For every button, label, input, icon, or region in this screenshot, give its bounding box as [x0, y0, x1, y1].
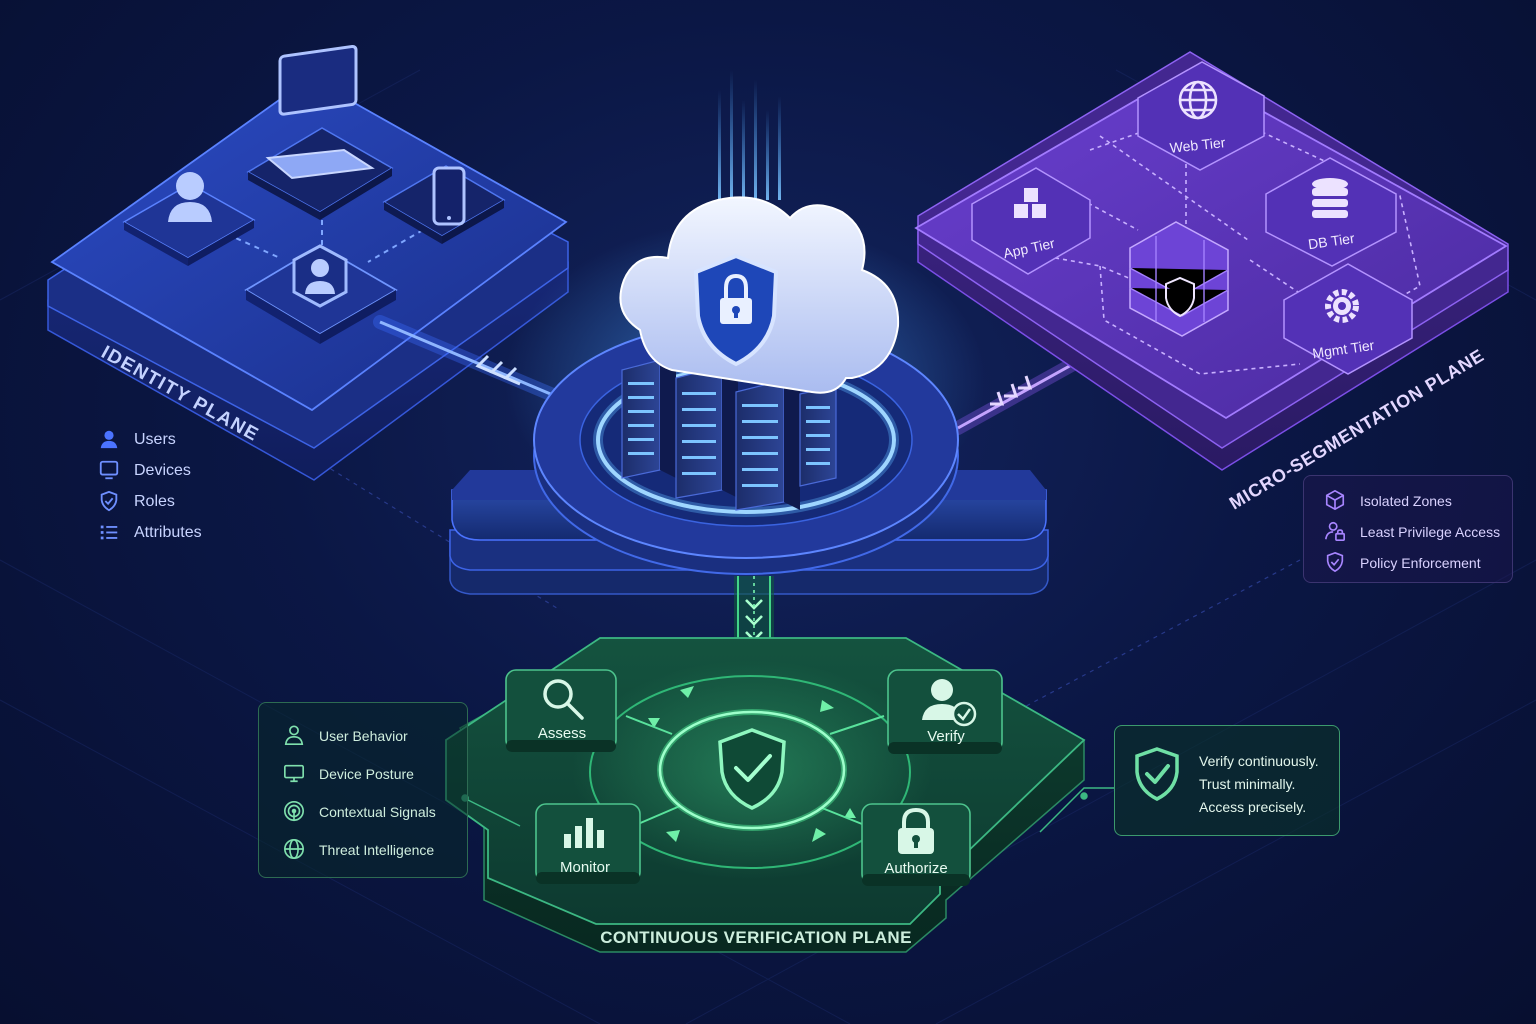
legend-item-devices: Devices [98, 455, 298, 486]
cube-icon [1324, 489, 1348, 513]
cycle-arrow-icon [648, 686, 856, 842]
user-tile[interactable] [122, 172, 256, 266]
shield-check-icon [1324, 551, 1348, 575]
lock-icon [898, 807, 934, 854]
identity-legend: Users Devices Roles Attributes [98, 424, 298, 548]
shield-icon [98, 490, 122, 514]
legend-item-attributes: Attributes [98, 517, 298, 548]
legend-label: Attributes [134, 523, 202, 541]
data-stream [718, 70, 781, 200]
user-icon [98, 428, 122, 452]
signal-label: User Behavior [319, 728, 408, 744]
identity-plane-top [50, 76, 568, 412]
verify-label: Verify [927, 728, 965, 745]
identity-plane: IDENTITY PLANE [47, 44, 569, 481]
signal-item-contextual-signals: Contextual Signals [283, 793, 467, 831]
signal-label: Device Posture [319, 766, 414, 782]
web-tier-tile[interactable]: Web Tier [1137, 61, 1265, 171]
signals-legend: User Behavior Device Posture Contextual … [258, 702, 468, 878]
user-hexagon-icon [292, 244, 348, 308]
verification-plane: Assess Verify Monitor [445, 637, 1086, 953]
lock-shield-icon [693, 253, 779, 367]
signal-item-threat-intelligence: Threat Intelligence [283, 831, 467, 869]
microseg-legend: Isolated Zones Least Privilege Access Po… [1303, 475, 1513, 583]
legend-item-isolated-zones: Isolated Zones [1324, 485, 1512, 516]
motto-lines: Verify continuously. Trust minimally. Ac… [1199, 750, 1319, 819]
signal-icon [283, 800, 307, 824]
authorize-label: Authorize [884, 860, 947, 877]
globe-icon [283, 838, 307, 862]
laptop-tile[interactable] [246, 44, 394, 220]
legend-label: Users [134, 430, 176, 448]
globe-icon [1178, 80, 1218, 120]
legend-item-roles: Roles [98, 486, 298, 517]
signal-label: Contextual Signals [319, 804, 436, 820]
database-icon [1312, 178, 1348, 218]
gear-icon [1325, 289, 1359, 323]
legend-item-users: Users [98, 424, 298, 455]
assess-tile[interactable]: Assess [505, 669, 617, 752]
assess-label: Assess [538, 725, 586, 742]
user-icon [168, 172, 212, 222]
mgmt-tier-tile[interactable]: Mgmt Tier [1283, 263, 1413, 375]
legend-item-policy-enforcement: Policy Enforcement [1324, 547, 1512, 578]
search-icon [543, 679, 584, 720]
bar-chart-icon [564, 818, 604, 848]
user-check-icon [922, 679, 977, 727]
list-icon [98, 521, 122, 545]
app-tier-tile[interactable]: App Tier [971, 167, 1091, 275]
user-icon [283, 724, 307, 748]
monitor-tile[interactable]: Monitor [535, 803, 641, 884]
web-tier-label: Web Tier [1169, 134, 1226, 156]
device-icon [98, 459, 122, 483]
signal-item-device-posture: Device Posture [283, 755, 467, 793]
center-shield-check-icon [657, 709, 847, 831]
monitor-icon [283, 762, 307, 786]
tablet-icon [432, 166, 466, 226]
verify-tile[interactable]: Verify [887, 669, 1003, 754]
motto-line: Access precisely. [1199, 799, 1307, 815]
db-tier-tile[interactable]: DB Tier [1265, 157, 1397, 267]
core-platform [449, 70, 1049, 595]
firewall-icon[interactable] [1129, 221, 1229, 337]
signal-label: Threat Intelligence [319, 842, 435, 858]
server-rack-icon [621, 359, 837, 511]
user-lock-icon [1324, 520, 1348, 544]
authorize-tile[interactable]: Authorize [861, 803, 971, 886]
legend-label: Roles [134, 492, 175, 510]
legend-label: Devices [134, 461, 191, 479]
chevron-right-icon [990, 375, 1033, 406]
legend-label: Policy Enforcement [1360, 554, 1481, 571]
verification-plane-title: CONTINUOUS VERIFICATION PLANE [600, 928, 912, 947]
legend-label: Isolated Zones [1360, 492, 1452, 509]
tablet-tile[interactable] [382, 165, 506, 244]
cubes-icon [1014, 188, 1046, 218]
legend-item-least-privilege: Least Privilege Access [1324, 516, 1512, 547]
shield-check-icon [1135, 747, 1179, 801]
monitor-label: Monitor [560, 859, 610, 876]
signal-item-user-behavior: User Behavior [283, 717, 467, 755]
motto-panel: Verify continuously. Trust minimally. Ac… [1114, 725, 1340, 836]
legend-label: Least Privilege Access [1360, 523, 1501, 540]
db-tier-label: DB Tier [1307, 230, 1356, 252]
motto-line: Verify continuously. [1199, 753, 1319, 769]
verification-cycle-ring [589, 675, 911, 869]
laptop-icon [265, 44, 375, 180]
microseg-plane: Web Tier App Tier DB Tier Mgm [914, 51, 1509, 513]
identity-hub-tile[interactable] [244, 244, 398, 344]
motto-line: Trust minimally. [1199, 776, 1296, 792]
